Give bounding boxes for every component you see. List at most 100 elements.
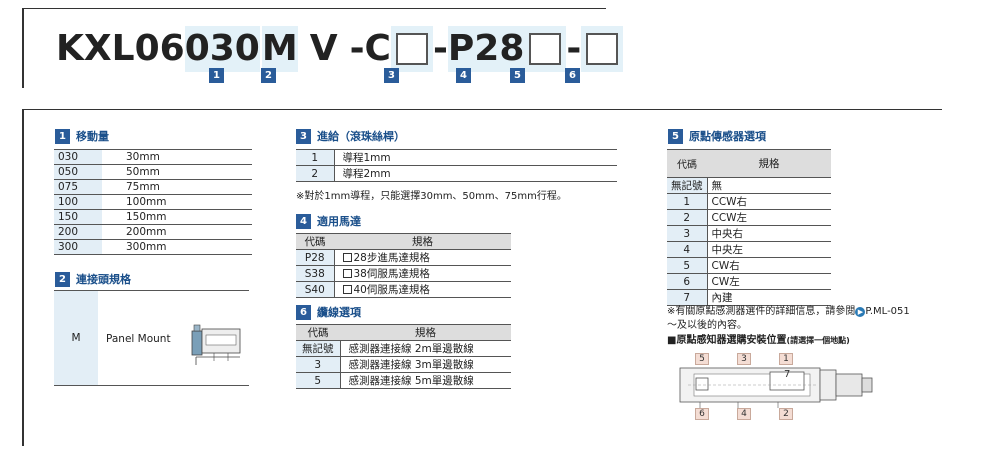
motor-header-spec: 規格: [334, 233, 511, 250]
lead-code: 1: [296, 149, 335, 166]
sensor-position-diagram: [679, 367, 873, 408]
connector-code: M: [54, 291, 98, 385]
sensor-note-ref[interactable]: P.ML-051: [865, 306, 910, 317]
pos-label-2: 2: [779, 408, 793, 420]
motor-code: P28: [296, 249, 335, 266]
model-motor: P28: [447, 26, 525, 72]
sensor-code: 5: [667, 257, 708, 274]
stroke-code: 075: [54, 179, 102, 195]
cable-header-spec: 規格: [340, 324, 511, 341]
sensor-value: 內建: [707, 289, 831, 306]
section6-title: 6 纜線選項: [296, 304, 361, 320]
checkbox-icon: [342, 269, 352, 278]
cable-header-code: 代碼: [296, 324, 340, 341]
motor-header-code: 代碼: [296, 233, 334, 250]
sensor-value: CW左: [707, 273, 831, 290]
model-badge-4: 4: [456, 68, 471, 83]
stroke-code: 150: [54, 209, 102, 225]
motor-value: 38伺服馬達規格: [334, 265, 511, 282]
sensor-header-code: 代碼: [667, 149, 707, 178]
model-dash-p: -: [432, 28, 448, 69]
sensor-value: 無: [707, 177, 831, 194]
stroke-value: 200mm: [102, 224, 252, 240]
panel-mount-drawing: [191, 324, 241, 365]
sensor-code: 4: [667, 241, 708, 258]
cable-value: 感測器連接線 3m單邊散線: [340, 356, 511, 373]
stroke-code: 030: [54, 149, 102, 165]
lead-value: 導程2mm: [334, 165, 617, 182]
model-v: V: [309, 28, 338, 69]
model-mount: M: [261, 26, 298, 72]
stroke-value: 75mm: [102, 179, 252, 195]
left-rule-bottom: [22, 110, 24, 446]
stroke-value: 50mm: [102, 164, 252, 180]
stroke-value: 100mm: [102, 194, 252, 210]
model-code: KXL06 030 M V -C - P28 -: [56, 26, 624, 72]
model-badge-6: 6: [565, 68, 580, 83]
stroke-code: 050: [54, 164, 102, 180]
sensor-value: 中央右: [707, 225, 831, 242]
sensor-note: ※有關原點感測器選件的詳細信息，請參閱▶P.ML-051: [667, 306, 910, 317]
motor-code: S40: [296, 281, 335, 298]
model-stroke: 030: [184, 26, 260, 72]
model-badge-5: 5: [510, 68, 525, 83]
model-slot-5: [524, 26, 567, 72]
sensor-note-2: ～及以後的內容。: [667, 320, 747, 331]
sensor-value: CCW右: [707, 193, 831, 210]
pos-label-4: 4: [737, 408, 751, 420]
stroke-code: 300: [54, 239, 102, 255]
pos-label-3: 3: [737, 353, 751, 365]
cable-row: 無記號感測器連接線 2m單邊散線: [296, 340, 511, 357]
section4-title: 4 適用馬達: [296, 213, 361, 229]
pos-label-7: 7: [784, 369, 791, 380]
sensor-value: CW右: [707, 257, 831, 274]
model-badge-3: 3: [384, 68, 399, 83]
stroke-value: 30mm: [102, 149, 252, 165]
cable-code: 無記號: [296, 340, 341, 357]
section1-title: 1 移動量: [55, 128, 109, 144]
motor-code: S38: [296, 265, 335, 282]
sensor-header-spec: 規格: [707, 149, 831, 178]
lead-value: 導程1mm: [334, 149, 617, 166]
motor-row: S38 38伺服馬達規格: [296, 265, 511, 282]
model-slot-3: [390, 26, 433, 72]
checkbox-icon: [342, 253, 352, 262]
sensor-code: 7: [667, 289, 708, 306]
sensor-value: CCW左: [707, 209, 831, 226]
cable-value: 感測器連接線 2m單邊散線: [340, 340, 511, 357]
model-dash2: -: [566, 28, 582, 69]
sensor-code: 1: [667, 193, 708, 210]
motor-value: 40伺服馬達規格: [334, 281, 511, 298]
stroke-value: 150mm: [102, 209, 252, 225]
arrow-right-icon: ▶: [855, 307, 866, 317]
sensor-row: 無記號無: [667, 177, 831, 194]
stroke-value: 300mm: [102, 239, 252, 255]
lead-note: ※對於1mm導程，只能選擇30mm、50mm、75mm行程。: [296, 191, 567, 202]
stroke-code: 100: [54, 194, 102, 210]
connector-table: M Panel Mount: [54, 290, 249, 386]
motor-value-text: 38伺服馬達規格: [353, 268, 430, 280]
cable-value: 感測器連接線 5m單邊散線: [340, 372, 511, 389]
pos-label-1: 1: [779, 353, 793, 365]
model-badge-1: 1: [209, 68, 224, 83]
pos-label-6: 6: [695, 408, 709, 420]
